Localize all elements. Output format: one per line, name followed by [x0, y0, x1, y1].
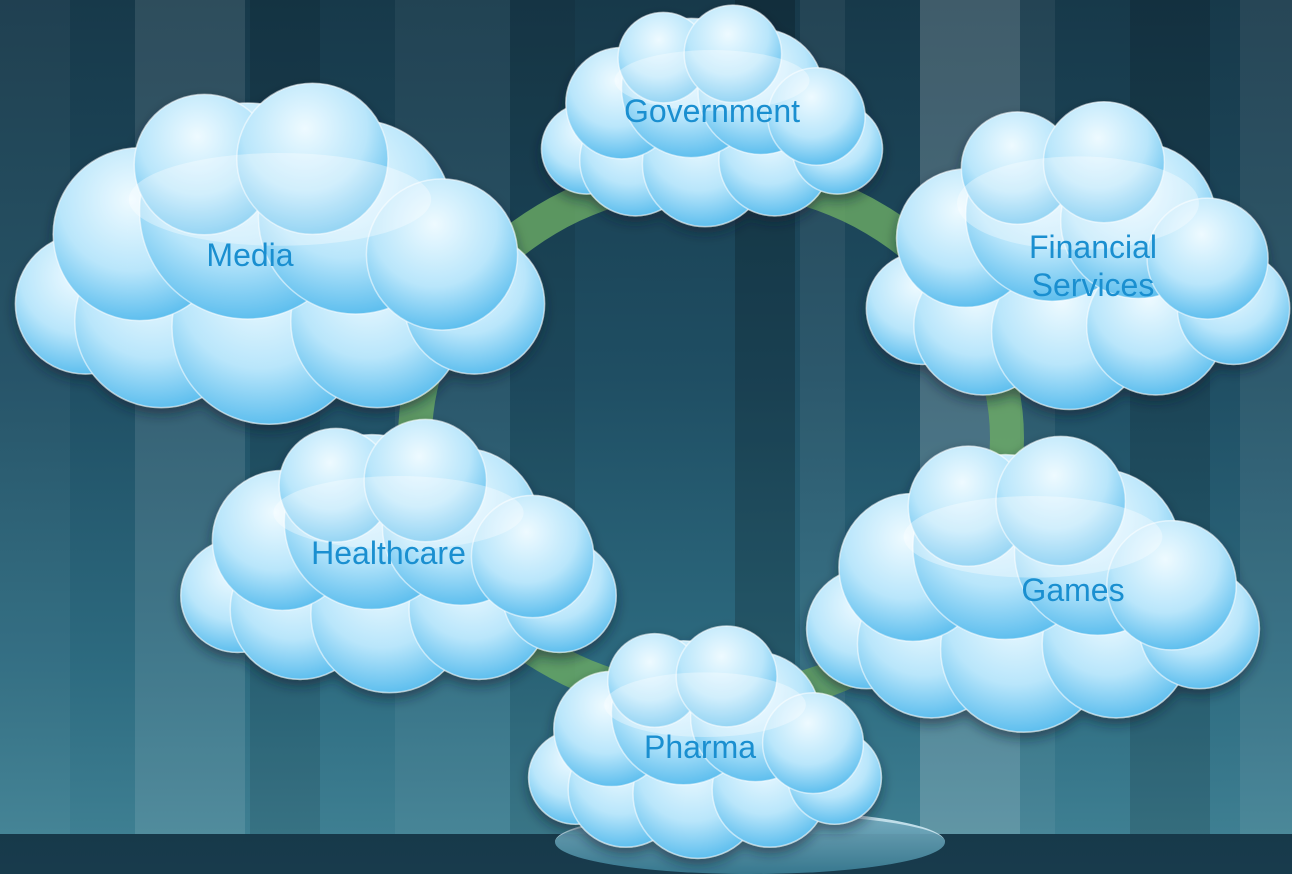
cloud-highlight	[957, 156, 1199, 250]
cloud-label-line: Games	[1021, 572, 1125, 608]
cloud-healthcare: Healthcare	[175, 418, 622, 694]
cloud-label-games: Games	[882, 571, 1264, 609]
cloud-shape	[180, 418, 617, 694]
cloud-puff	[236, 82, 389, 236]
cloud-government: Government	[538, 4, 886, 228]
cloud-shape	[14, 82, 546, 425]
cloud-label-line: Media	[206, 237, 294, 273]
cloud-puff	[1042, 101, 1166, 224]
cloud-shape	[805, 435, 1261, 733]
cloud-shape	[527, 625, 883, 860]
cloud-puff	[761, 691, 865, 795]
cloud-puff	[995, 435, 1127, 567]
cloud-highlight	[614, 50, 810, 111]
cloud-shape	[865, 101, 1291, 411]
cloud-highlight	[273, 476, 524, 550]
cloud-puff	[1106, 519, 1238, 651]
cloud-media: Media	[10, 82, 550, 425]
cloud-label-line: Pharma	[643, 729, 757, 765]
cloud-highlight	[903, 496, 1163, 578]
cloud-highlight	[604, 672, 806, 738]
cloud-label-healthcare: Healthcare	[175, 534, 602, 572]
cloud-label-line: Healthcare	[311, 535, 466, 571]
cloud-label-media: Media	[10, 236, 490, 274]
cloud-puff	[675, 625, 778, 728]
cloud-puff	[470, 494, 595, 619]
cloud-pharma: Pharma	[525, 625, 885, 860]
cloud-shape	[540, 4, 884, 228]
cloud-puff	[1146, 197, 1269, 320]
background-stripe	[0, 0, 70, 834]
cloud-label-line: Financial	[1028, 229, 1158, 265]
cloud-puff	[683, 4, 783, 104]
cloud-label-government: Government	[538, 92, 886, 130]
background-stripe	[1240, 0, 1292, 834]
cloud-label-line: Services	[1031, 267, 1155, 303]
cloud-puff	[363, 418, 488, 543]
cloud-puff	[365, 178, 519, 331]
cloud-puff	[766, 67, 866, 166]
cloud-games: Games	[802, 435, 1264, 733]
cloud-label-line: Government	[623, 93, 801, 129]
cloud-label-pharma: Pharma	[525, 728, 875, 766]
cloud-highlight	[128, 153, 432, 246]
